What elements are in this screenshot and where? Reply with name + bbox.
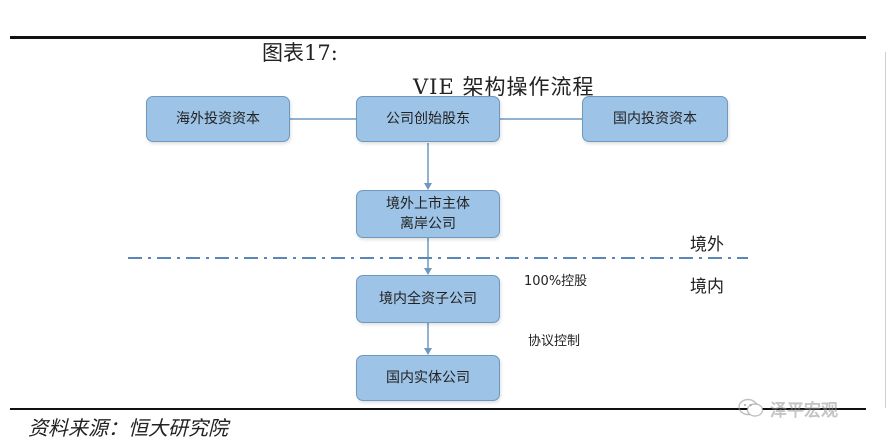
node-domestic-investment: 国内投资资本 (582, 96, 728, 142)
source-note: 资料来源：恒大研究院 (28, 416, 228, 440)
annotation-agreement: 协议控制 (528, 334, 581, 349)
figure-caption: VIE 架构操作流程 (413, 75, 595, 99)
node-offshore-listed-line2: 离岸公司 (400, 216, 456, 232)
node-overseas-investment: 海外投资资本 (146, 96, 290, 142)
node-overseas-investment-label: 海外投资资本 (176, 111, 260, 127)
node-founder-shareholders-label: 公司创始股东 (386, 111, 470, 127)
wechat-icon (738, 398, 764, 417)
figure-title: 图表17: VIE 架构操作流程 (0, 2, 888, 99)
arrowhead-wfoe (424, 268, 432, 275)
bottom-rule (10, 408, 866, 410)
watermark: 泽平宏观 (738, 398, 838, 421)
arrowhead-entity (424, 348, 432, 355)
node-domestic-investment-label: 国内投资资本 (613, 111, 697, 127)
annotation-holding: 100%控股 (524, 274, 588, 289)
node-wfoe: 境内全资子公司 (356, 275, 500, 323)
watermark-text: 泽平宏观 (770, 400, 838, 421)
frame-edge (885, 52, 886, 408)
figure-number: 图表17: (262, 41, 338, 65)
top-rule (10, 36, 866, 39)
node-domestic-entity-label: 国内实体公司 (386, 370, 470, 386)
node-wfoe-label: 境内全资子公司 (379, 291, 477, 307)
node-founder-shareholders: 公司创始股东 (356, 96, 500, 142)
node-offshore-listed-line1: 境外上市主体 (386, 196, 470, 212)
region-label-offshore: 境外 (690, 235, 724, 255)
region-label-onshore: 境内 (690, 277, 724, 297)
node-offshore-listed: 境外上市主体 离岸公司 (356, 190, 500, 238)
node-domestic-entity: 国内实体公司 (356, 355, 500, 401)
arrowhead-offshore (424, 183, 432, 190)
